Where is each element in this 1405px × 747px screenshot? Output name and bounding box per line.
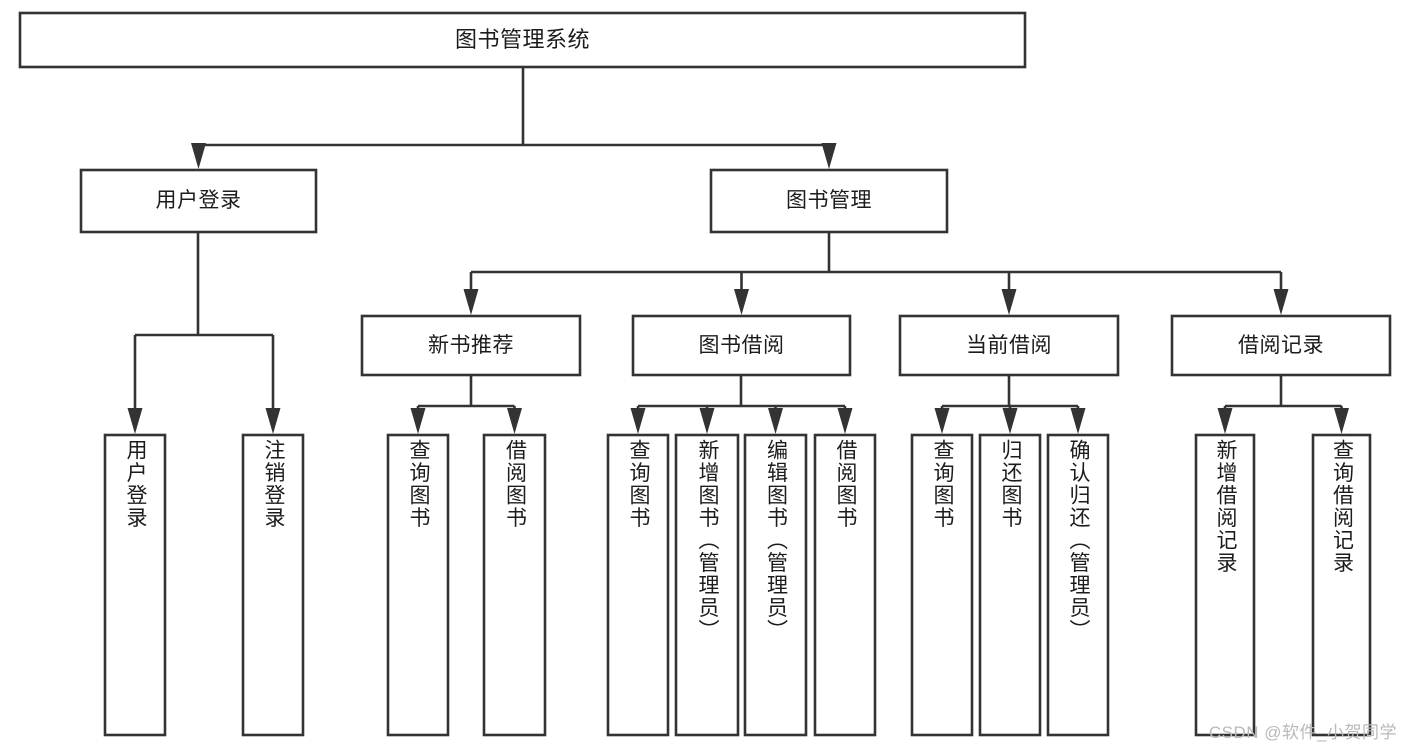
arrow-head-icon <box>1002 408 1018 434</box>
node-box-l-user-login[interactable] <box>103 433 167 737</box>
node-box-l-confirm-return[interactable] <box>1046 433 1110 737</box>
arrow-head-icon <box>821 143 837 169</box>
arrow-head-icon <box>410 408 426 434</box>
node-box-l-return-book[interactable] <box>978 433 1042 737</box>
node-box-l-edit-book[interactable] <box>743 433 808 737</box>
connector-group-n_book_manage <box>463 232 1289 315</box>
arrow-head-icon <box>1070 408 1086 434</box>
connector-group-n_new_book_rec <box>410 375 522 434</box>
node-box-l-query-book-2[interactable] <box>606 433 670 737</box>
node-box-l-query-book-3[interactable] <box>910 433 974 737</box>
node-box-n-current-borrow[interactable] <box>898 314 1120 377</box>
node-box-l-add-book[interactable] <box>674 433 740 737</box>
arrow-head-icon <box>837 408 853 434</box>
arrow-head-icon <box>191 143 206 169</box>
node-box-n-new-book-rec[interactable] <box>360 314 582 377</box>
arrow-head-icon <box>768 408 783 434</box>
connector-group-n_book_borrow <box>630 375 853 434</box>
connector-layer <box>127 67 1349 434</box>
node-box-n-book-borrow[interactable] <box>631 314 852 377</box>
arrow-head-icon <box>127 408 143 434</box>
node-box-n-user-login[interactable] <box>79 168 318 234</box>
node-box-l-add-record[interactable] <box>1194 433 1256 737</box>
arrow-head-icon <box>1273 289 1289 315</box>
connector-group-n_user_login <box>127 232 281 434</box>
arrow-head-icon <box>265 408 281 434</box>
connector-group-n_borrow_record <box>1217 375 1349 434</box>
node-box-l-logout[interactable] <box>241 433 305 737</box>
connector-group-root <box>191 67 837 169</box>
node-box-layer <box>18 11 1392 737</box>
arrow-head-icon <box>734 289 749 315</box>
node-box-l-query-record[interactable] <box>1311 433 1372 737</box>
arrow-head-icon <box>463 289 479 315</box>
connector-group-n_current_borrow <box>934 375 1086 434</box>
node-box-l-query-book-1[interactable] <box>386 433 450 737</box>
arrow-head-icon <box>630 408 646 434</box>
arrow-head-icon <box>1217 408 1233 434</box>
node-box-n-book-manage[interactable] <box>709 168 949 234</box>
arrow-head-icon <box>507 408 522 434</box>
watermark-text: CSDN @软件_小贺同学 <box>1208 723 1397 742</box>
arrow-head-icon <box>1001 289 1017 315</box>
node-box-root[interactable] <box>18 11 1027 69</box>
arrow-head-icon <box>1334 408 1349 434</box>
node-box-l-borrow-book-2[interactable] <box>813 433 877 737</box>
node-box-l-borrow-book-1[interactable] <box>482 433 547 737</box>
arrow-head-icon <box>934 408 950 434</box>
node-box-n-borrow-record[interactable] <box>1170 314 1392 377</box>
arrow-head-icon <box>699 408 715 434</box>
